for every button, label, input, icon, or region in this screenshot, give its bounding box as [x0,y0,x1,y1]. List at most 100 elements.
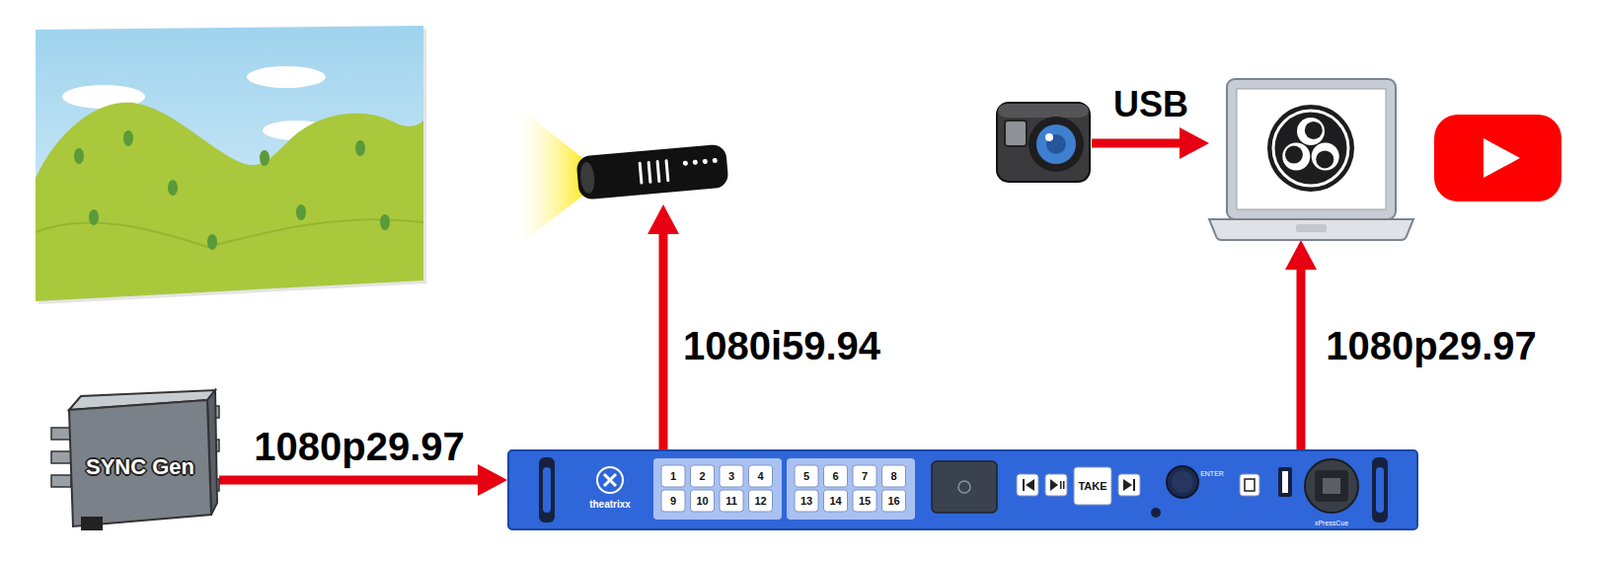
obs-swirl [1311,143,1340,171]
button-number: 10 [695,495,708,507]
signal-arrow [647,204,680,450]
signal-arrow [1091,127,1210,159]
usb-port-tongue [1282,470,1289,493]
brand-logo-mark [604,473,616,486]
obs-swirl-core [1285,146,1303,164]
display-screen [931,460,997,513]
signal-format-label: 1080p29.97 [1325,325,1537,366]
jog-knob [1166,465,1199,498]
screen-sky [35,25,424,302]
green-hills [35,102,424,302]
cue-button [824,464,848,487]
rack-handle-hole [542,466,551,513]
bnc-connector [51,474,72,487]
button-number: 3 [728,470,735,482]
cue-button [749,464,773,487]
cue-button [749,489,773,512]
cue-button [794,464,819,487]
button-panel [786,457,915,520]
laptop-screen [1236,88,1386,210]
arrow-head [477,463,508,496]
signal-arrow [1285,239,1317,450]
action-camera [994,96,1092,184]
signal-format-label: 1080p29.97 [253,426,465,466]
menu-icon [1244,478,1255,491]
prev-button [1016,473,1039,496]
cue-button [852,489,877,512]
button-number: 2 [698,470,705,482]
camera-lens [1036,124,1076,164]
menu-button [1239,473,1260,496]
rack-handle [1371,457,1388,523]
ethercon-port [1304,458,1359,513]
cue-button [661,464,686,487]
cue-button [690,464,715,487]
camera-lens-ring [1028,116,1084,172]
tree-dot [88,209,99,226]
camera-body [996,102,1090,182]
rack-handle-hole [1375,466,1384,513]
projector-body [575,144,729,201]
tree-dot [259,150,270,166]
button-number: 5 [803,470,810,482]
jog-knob-cap [1171,470,1194,493]
brand-name: theatrixx [589,499,631,510]
projector-dot [683,159,688,165]
tree-dot [355,140,366,156]
signal-format-label: USB [1113,86,1189,123]
projector-vent [639,162,642,183]
sync-generator: SYNC Gen [51,389,220,532]
button-number: 8 [890,470,897,482]
sync-box-front [69,399,212,527]
usb-port [1278,466,1293,497]
signal-arrow [219,463,508,496]
projector [575,144,729,201]
projector-dot [692,159,698,165]
cue-button [719,489,744,512]
projector-vent [666,160,669,181]
small-button [1150,507,1161,518]
camera-lens-core [1046,134,1067,154]
laptop-obs-art [1209,76,1414,240]
device-label: SYNC Gen [85,456,195,478]
bnc-connector [51,451,72,463]
laptop-touchpad [1295,224,1327,232]
enter-label: ENTER [1200,469,1224,477]
rack-handle [538,457,555,523]
obs-swirl [1296,117,1325,146]
button-number: 15 [858,495,871,507]
obs-swirl-core [1315,150,1334,168]
arrow-line [1091,139,1182,149]
cue-button [882,464,907,487]
tree-dot [123,130,134,147]
ethercon-socket [1314,469,1349,502]
screen-scenery [35,66,424,302]
obs-ring [1273,110,1349,186]
ethercon-jack [1322,477,1341,494]
next-button [1118,473,1141,496]
cue-button [719,464,744,487]
youtube-logo [1434,114,1562,202]
camera-top [997,103,1089,118]
arrow-head [647,204,680,234]
projector-vent [657,161,660,182]
projector-vent [648,161,651,182]
button-number: 11 [725,495,738,507]
tree-dot [207,233,218,250]
button-number: 14 [829,495,841,507]
arrow-line [1296,267,1306,450]
cue-button [661,489,686,512]
cue-button [852,464,877,487]
tree-dot [296,204,306,221]
projector [571,138,736,205]
button-number: 1 [670,470,677,482]
youtube-body [1434,114,1562,202]
bnc-connector [51,427,72,440]
cue-controller-art [507,449,1419,531]
cue-button [690,489,715,512]
display-icon [958,480,971,493]
button-panel [653,457,782,520]
brand-logo [597,466,623,493]
tree-dot [167,179,178,196]
tree-dot [74,148,84,164]
